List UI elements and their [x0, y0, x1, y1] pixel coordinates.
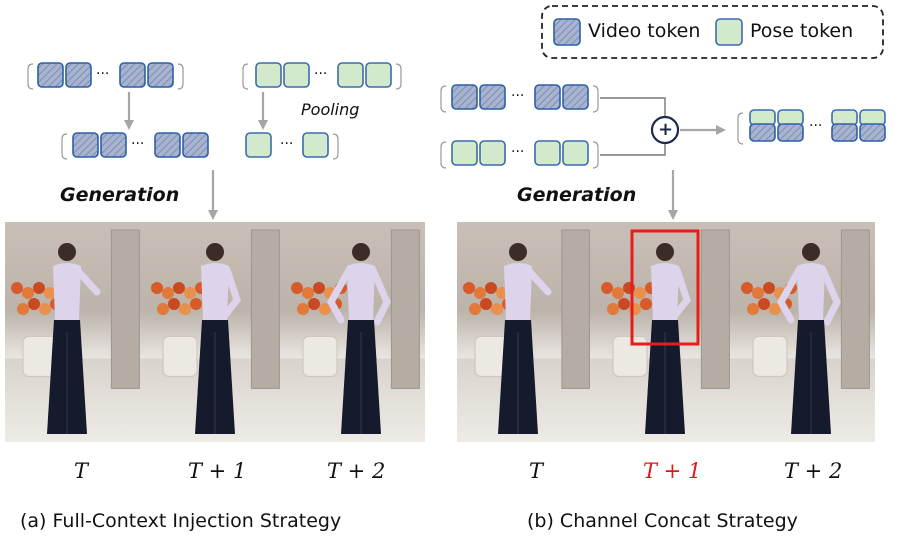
ellipsis: ···: [809, 118, 823, 134]
ellipsis: ···: [511, 88, 525, 104]
right-caption: (b) Channel Concat Strategy: [527, 510, 798, 532]
ellipsis: ···: [280, 136, 294, 152]
plus-symbol: +: [658, 119, 674, 140]
concat-token-row: [737, 109, 886, 145]
left-frame-label-2: T + 2: [327, 459, 386, 483]
right-frame-label-1-highlighted: T + 1: [643, 459, 702, 483]
right-video-token-row: [440, 84, 599, 113]
left-pooled-pose-row: [245, 132, 339, 160]
left-frame-0: [5, 222, 145, 442]
left-pose-token-row: [242, 62, 402, 90]
right-frame-0: [457, 222, 595, 442]
right-frame-label-2: T + 2: [784, 459, 843, 483]
left-frame-label-1: T + 1: [188, 459, 247, 483]
left-video-token-row: [27, 62, 184, 90]
ellipsis: ···: [314, 66, 328, 82]
video-token-swatch-icon: [553, 18, 581, 46]
legend-pose-label: Pose token: [750, 20, 854, 42]
add-operator-icon: [650, 115, 680, 145]
pose-token-swatch-icon: [715, 18, 743, 46]
left-frame-label-0: T: [74, 459, 89, 483]
left-generation-label: Generation: [60, 184, 180, 206]
right-frame-label-0: T: [529, 459, 544, 483]
left-frame-2: [285, 222, 425, 442]
left-caption: (a) Full-Context Injection Strategy: [20, 510, 342, 532]
pooling-label: Pooling: [301, 100, 360, 119]
ellipsis: ···: [96, 66, 110, 82]
left-video-token-row-2: [61, 132, 209, 160]
ellipsis: ···: [131, 136, 145, 152]
legend-box: [541, 5, 884, 59]
legend-video-label: Video token: [588, 20, 701, 42]
connector-video: [600, 97, 666, 117]
ellipsis: ···: [511, 144, 525, 160]
left-frame-1: [145, 222, 285, 442]
right-frame-2: [735, 222, 875, 442]
connector-pose: [600, 143, 666, 156]
right-generation-label: Generation: [517, 184, 637, 206]
highlight-box: [630, 229, 700, 346]
right-frame-1: [595, 222, 735, 442]
right-pose-token-row: [440, 140, 599, 169]
